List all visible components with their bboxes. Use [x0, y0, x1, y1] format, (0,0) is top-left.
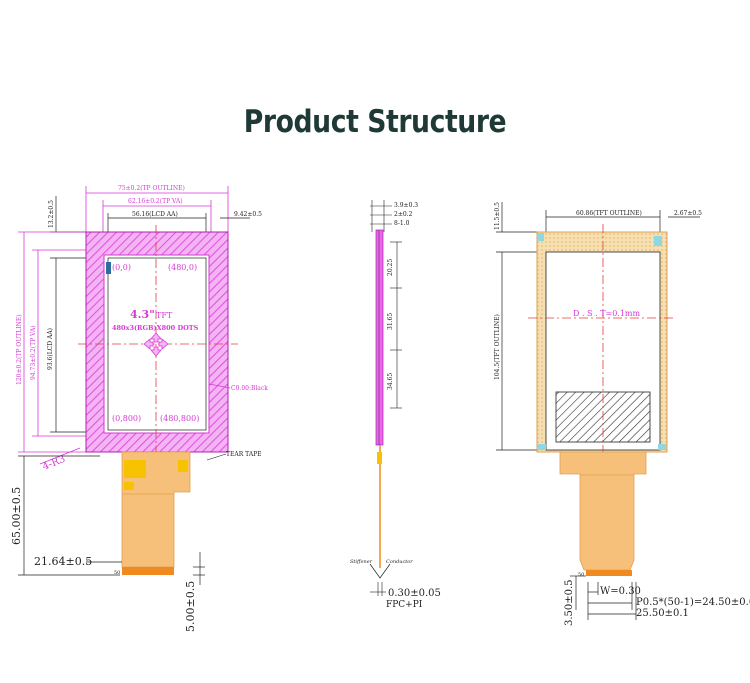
front-fpc-tail: [122, 567, 174, 575]
side-dim-s3: 34.65: [387, 373, 394, 390]
front-view: 75±0.2(TP OUTLINE) 62.16±0.2(TP VA) 56.1…: [10, 185, 268, 632]
front-size-unit: TFT: [156, 311, 173, 320]
side-dim-thickness: 0.30±0.05: [388, 588, 441, 599]
front-fpc-component: [124, 460, 146, 478]
front-bottom-dim-lines: [18, 455, 205, 585]
side-thickness-dim-lines: [370, 582, 386, 596]
front-tail-mark: 50: [114, 570, 120, 576]
front-dim-lcd-aa-w: 56.16(LCD AA): [132, 211, 178, 218]
side-dim-s1: 20.25: [387, 259, 394, 276]
front-dim-tp-va-w: 62.16±0.2(TP VA): [128, 198, 183, 205]
back-tail-mark: 50: [578, 572, 584, 578]
back-center-lines: [528, 224, 676, 460]
front-center-lines: [78, 225, 238, 462]
side-fpc-pi: FPC+PI: [386, 600, 423, 610]
side-conductor: Conductor: [386, 559, 413, 565]
side-dim-s2: 31.65: [387, 313, 394, 330]
side-fpc-tip-lines: [369, 563, 391, 579]
front-size: 4.3": [130, 308, 155, 321]
front-tear-tape-leader: [206, 453, 227, 461]
side-fpc-part: [377, 452, 382, 464]
side-dim-a: 2±0.2: [394, 211, 413, 218]
back-dim-end: 3.50±0.5: [564, 579, 575, 626]
move-arrows-icon: [143, 332, 169, 357]
front-dim-top-margin: 13.2±0.5: [48, 200, 55, 228]
back-dim-right: 2.67±0.5: [674, 210, 702, 217]
side-panel-stack: [375, 229, 384, 446]
back-view: 11.5±0.5 60.86(TFT OUTLINE) 2.67±0.5 104…: [494, 202, 750, 626]
back-dst: D . S . T=0.1mm: [573, 309, 641, 318]
page-title: Product Structure: [243, 104, 507, 140]
front-dim-tp-va-h: 94.73±0.2(TP VA): [30, 325, 37, 380]
back-dim-pitch: P0.5*(50-1)=24.50±0.05: [636, 597, 750, 608]
side-dim-b: 8-1.0: [394, 220, 410, 227]
front-dim-fpc-len: 65.00±0.5: [10, 487, 23, 545]
back-dim-w: W=0.30: [600, 586, 641, 597]
back-corner-cyan-bl: [538, 444, 546, 450]
front-coord-tr: (480,0): [168, 263, 197, 272]
front-corner: 4-R3: [41, 454, 67, 473]
back-corner-cyan-tl: [538, 233, 544, 241]
back-corner-cyan-br: [658, 444, 666, 450]
front-resolution: 480x3(RGB)X800 DOTS: [112, 324, 199, 332]
back-fpc-tail: [586, 570, 632, 576]
front-tear-tape: TEAR TAPE: [226, 451, 262, 458]
front-active-area: [103, 254, 210, 434]
back-dim-pin-w: 25.50±0.1: [636, 608, 689, 619]
front-coord-br: (480,800): [160, 414, 199, 423]
front-black-label: C0.00:Black: [231, 385, 268, 392]
side-view: 3.9±0.3 2±0.2 8-1.0 20.25 31.65 34.65 St…: [350, 200, 441, 610]
front-dim-tp-outline-h: 120±0.2(TP OUTLINE): [16, 314, 23, 385]
back-bottom-dim-lines: [570, 575, 637, 620]
back-fpc: [559, 451, 647, 571]
front-dim-fpc-w: 21.64±0.5: [34, 555, 92, 568]
front-fpc-component-small: [124, 482, 134, 490]
side-segment-dim-lines: [390, 241, 402, 409]
front-dim-tp-outline-w: 75±0.2(TP OUTLINE): [118, 185, 185, 192]
side-dim-total: 3.9±0.3: [394, 202, 418, 209]
front-dim-lcd-aa-h: 93.6(LCD AA): [47, 328, 54, 370]
front-coord-bl: (0,800): [112, 414, 141, 423]
back-dim-tft-w: 60.86(TFT OUTLINE): [576, 210, 642, 217]
back-corner-cyan-tr: [654, 236, 662, 246]
back-dim-top: 11.5±0.5: [494, 202, 501, 230]
front-dim-fpc-end: 5.00±0.5: [184, 581, 197, 632]
front-coord-tl: (0,0): [112, 263, 131, 272]
front-top-dims: [85, 186, 229, 232]
side-top-dim-lines: [370, 200, 392, 232]
front-pixel-origin-marker: [106, 262, 111, 274]
side-stiffener: Stiffener: [350, 559, 373, 565]
front-black-leader: [208, 383, 231, 389]
back-dim-tft-h: 104.5(TFT OUTLINE): [494, 314, 501, 380]
front-fpc-component-right: [178, 460, 188, 472]
front-dim-right-margin: 9.42±0.5: [234, 211, 262, 218]
